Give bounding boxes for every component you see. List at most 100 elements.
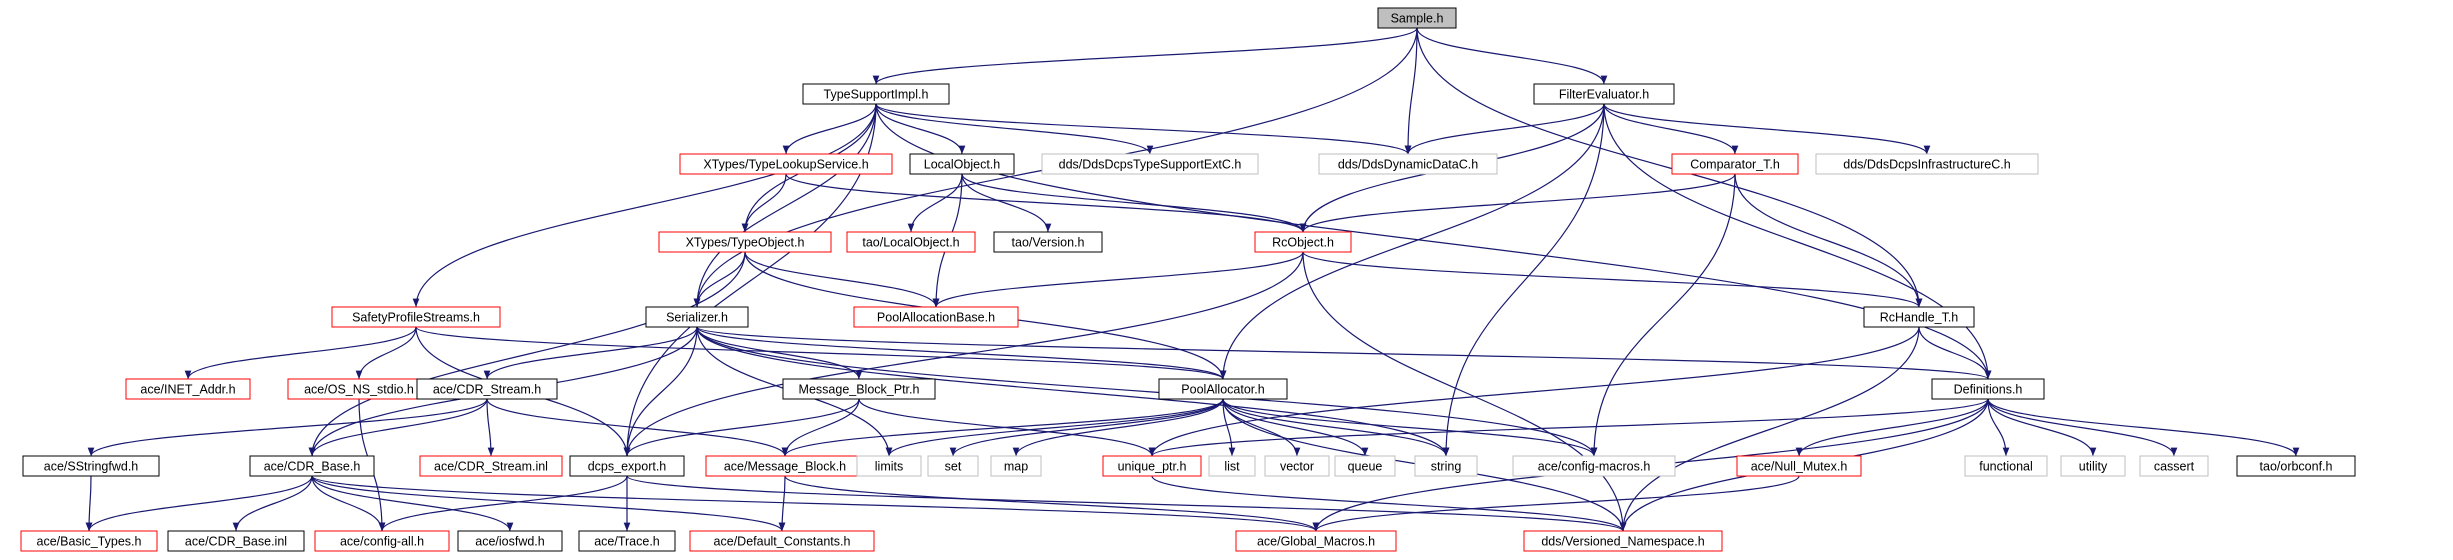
- node-label: ace/config-macros.h: [1538, 460, 1651, 474]
- node-xtypes-tls[interactable]: XTypes/TypeLookupService.h: [679, 153, 893, 175]
- node-box: [416, 378, 558, 400]
- node-functional: functional: [1964, 455, 2048, 477]
- node-label: Message_Block_Ptr.h: [799, 383, 920, 397]
- edge-arrow: [1795, 398, 1989, 457]
- node-map: map: [990, 455, 1042, 477]
- node-box: [1264, 455, 1330, 477]
- node-tao-version[interactable]: tao/Version.h: [993, 231, 1103, 253]
- node-box: [909, 153, 1015, 175]
- node-box: [167, 530, 305, 552]
- edge-arrow: [782, 103, 877, 155]
- edge-arrow: [1012, 398, 1224, 457]
- node-box: [1964, 455, 2048, 477]
- node-dds-typesupportextc: dds/DdsDcpsTypeSupportExtC.h: [1041, 153, 1259, 175]
- node-dds-infrac: dds/DdsDcpsInfrastructureC.h: [1815, 153, 2039, 175]
- node-label: FilterEvaluator.h: [1559, 88, 1649, 102]
- node-box: [856, 455, 922, 477]
- edge-poolallocator-to-queue: [1222, 398, 1369, 457]
- node-rcobject[interactable]: RcObject.h: [1254, 231, 1352, 253]
- node-label: PoolAllocationBase.h: [877, 311, 995, 325]
- node-box: [1158, 378, 1288, 400]
- node-ace-configall[interactable]: ace/config-all.h: [314, 530, 450, 552]
- node-ace-inet[interactable]: ace/INET_Addr.h: [125, 378, 251, 400]
- node-ace-globalmacros[interactable]: ace/Global_Macros.h: [1235, 530, 1397, 552]
- edge-arrow: [1404, 103, 1605, 155]
- node-localobject[interactable]: LocalObject.h: [909, 153, 1015, 175]
- node-box: [20, 530, 158, 552]
- node-ace-osns[interactable]: ace/OS_NS_stdio.h: [287, 378, 431, 400]
- edge-serializer-to-dcps-export: [623, 326, 698, 457]
- node-ace-cdrstream-inl[interactable]: ace/CDR_Stream.inl: [419, 455, 563, 477]
- node-label: dds/DdsDcpsTypeSupportExtC.h: [1059, 158, 1242, 172]
- node-tao-orbconf[interactable]: tao/orbconf.h: [2236, 455, 2356, 477]
- node-mbptr[interactable]: Message_Block_Ptr.h: [782, 378, 936, 400]
- edge-arrow: [1619, 326, 1920, 532]
- node-ace-basictypes[interactable]: ace/Basic_Types.h: [20, 530, 158, 552]
- node-label: TypeSupportImpl.h: [824, 88, 929, 102]
- node-rchandle[interactable]: RcHandle_T.h: [1863, 306, 1975, 328]
- node-ace-cdrbase[interactable]: ace/CDR_Base.h: [249, 455, 375, 477]
- node-serializer[interactable]: Serializer.h: [645, 306, 749, 328]
- edge-sample-to-rchandle: [1416, 27, 1923, 308]
- edge-safetyprofile-to-poolallocator: [415, 326, 1227, 380]
- node-box: [782, 378, 936, 400]
- node-label: ace/CDR_Stream.h: [433, 383, 541, 397]
- edge-arrow: [1148, 398, 1989, 457]
- edge-arrow: [1302, 251, 1627, 532]
- node-sample[interactable]: Sample.h: [1377, 7, 1457, 29]
- node-ace-cdrstream[interactable]: ace/CDR_Stream.h: [416, 378, 558, 400]
- edge-arrow: [308, 251, 746, 457]
- node-box: [993, 231, 1103, 253]
- node-ace-configmacros: ace/config-macros.h: [1512, 455, 1676, 477]
- edge-sample-to-filterevaluator: [1416, 27, 1608, 85]
- node-box: [22, 455, 160, 477]
- edge-safetyprofile-to-ace-inet: [184, 326, 417, 380]
- edge-ace-nullmutex-to-ace-globalmacros: [1312, 475, 1800, 532]
- node-ace-msgblock[interactable]: ace/Message_Block.h: [705, 455, 865, 477]
- node-box: [853, 306, 1019, 328]
- edge-localobject-to-tao-localobject: [907, 173, 963, 233]
- edge-arrow: [1987, 398, 2178, 457]
- node-limits: limits: [856, 455, 922, 477]
- node-label: dds/DdsDcpsInfrastructureC.h: [1843, 158, 2010, 172]
- edge-arrow: [412, 103, 877, 308]
- node-ace-trace[interactable]: ace/Trace.h: [578, 530, 676, 552]
- node-box: [1414, 455, 1478, 477]
- edge-ace-msgblock-to-ace-globalmacros: [784, 475, 1320, 532]
- node-poolallocator[interactable]: PoolAllocator.h: [1158, 378, 1288, 400]
- node-typesupportimpl[interactable]: TypeSupportImpl.h: [802, 83, 950, 105]
- edge-poolallocator-to-map: [1012, 398, 1224, 457]
- node-poolallocationbase[interactable]: PoolAllocationBase.h: [853, 306, 1019, 328]
- edge-arrow: [781, 398, 860, 457]
- node-filterevaluator[interactable]: FilterEvaluator.h: [1533, 83, 1675, 105]
- node-unique-ptr[interactable]: unique_ptr.h: [1102, 455, 1202, 477]
- node-dds-dynamicdatac: dds/DdsDynamicDataC.h: [1318, 153, 1498, 175]
- node-ace-nullmutex[interactable]: ace/Null_Mutex.h: [1736, 455, 1862, 477]
- edge-arrow: [693, 103, 877, 308]
- node-ace-defconst[interactable]: ace/Default_Constants.h: [689, 530, 875, 552]
- edge-arrow: [1222, 398, 1236, 457]
- node-label: ace/SStringfwd.h: [44, 460, 139, 474]
- edge-xtypes-tls-to-rcobject: [785, 173, 1307, 233]
- node-box: [1377, 7, 1457, 29]
- node-label: Definitions.h: [1954, 383, 2023, 397]
- edge-ace-cdrbase-to-ace-basictypes: [85, 475, 313, 532]
- edge-arrow: [232, 475, 313, 532]
- node-dcps-export[interactable]: dcps_export.h: [569, 455, 685, 477]
- node-xtypes-typeobject[interactable]: XTypes/TypeObject.h: [658, 231, 832, 253]
- node-label: XTypes/TypeObject.h: [686, 236, 805, 250]
- node-tao-localobject[interactable]: tao/LocalObject.h: [846, 231, 976, 253]
- node-ace-cdrbase-inl[interactable]: ace/CDR_Base.inl: [167, 530, 305, 552]
- node-comparator[interactable]: Comparator_T.h: [1671, 153, 1799, 175]
- node-dds-versioned-ns[interactable]: dds/Versioned_Namespace.h: [1523, 530, 1723, 552]
- edge-arrow: [741, 173, 787, 233]
- edge-arrow: [87, 398, 488, 457]
- node-definitions[interactable]: Definitions.h: [1931, 378, 2045, 400]
- node-ace-iosfwd[interactable]: ace/iosfwd.h: [457, 530, 563, 552]
- node-safetyprofile[interactable]: SafetyProfileStreams.h: [331, 306, 501, 328]
- edge-rcobject-to-dds-versioned-ns: [1302, 251, 1627, 532]
- node-label: limits: [875, 460, 903, 474]
- node-ace-sstringfwd[interactable]: ace/SStringfwd.h: [22, 455, 160, 477]
- node-label: unique_ptr.h: [1118, 460, 1187, 474]
- edge-comparator-to-rchandle: [1734, 173, 1923, 308]
